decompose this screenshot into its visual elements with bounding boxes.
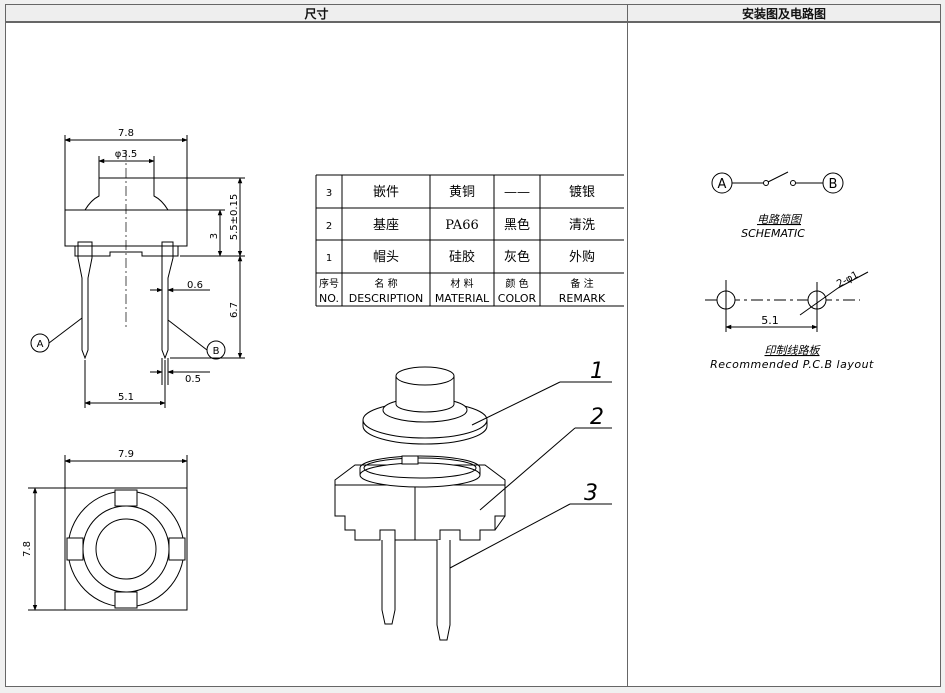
dim-bottom-width: 7.9 — [118, 449, 134, 460]
row2-no: 2 — [326, 221, 332, 232]
dim-cap-height: 3 — [209, 233, 220, 239]
pin-a-label: A — [37, 339, 44, 350]
hdr-color-cn: 颜 色 — [505, 277, 528, 290]
bottom-view — [28, 455, 188, 611]
schematic — [711, 171, 844, 194]
schematic-label-en: SCHEMATIC — [741, 227, 805, 240]
pin-b-label: B — [213, 346, 220, 357]
side-view-labels: 7.8 φ3.5 3 5.5±0.15 6.7 0.6 0.5 5.1 A B — [37, 128, 240, 403]
row1-no: 1 — [326, 253, 332, 264]
row3-material: 黄铜 — [449, 185, 475, 200]
dim-body-height: 5.5±0.15 — [229, 194, 240, 241]
part-3-pins — [381, 540, 451, 641]
pcb-labels: 2-φ1 5.1 印制线路板 Recommended P.C.B layout — [710, 270, 874, 371]
dim-pin-width: 0.6 — [187, 280, 203, 291]
row2-remark: 清洗 — [569, 218, 595, 233]
callout-3: 3 — [584, 481, 598, 506]
pcb-label-en: Recommended P.C.B layout — [710, 358, 874, 371]
schematic-label-cn: 电路简图 — [757, 213, 803, 226]
hdr-material-en: MATERIAL — [435, 292, 490, 305]
row3-color: —— — [504, 185, 530, 200]
dim-top-width: 7.8 — [118, 128, 134, 139]
pcb-label-cn: 印制线路板 — [765, 344, 822, 357]
dim-pin-thick: 0.5 — [185, 374, 201, 385]
dim-pin-spacing: 5.1 — [118, 392, 134, 403]
pcb-hole-label: 2-φ1 — [835, 270, 860, 290]
panel-installation — [627, 22, 941, 687]
dim-pin-length: 6.7 — [229, 302, 240, 318]
parts-table-text: 3 嵌件 黄铜 —— 镀银 2 基座 PA66 黑色 清洗 1 帽头 硅胶 灰色… — [319, 184, 606, 305]
row2-material: PA66 — [445, 218, 478, 233]
schematic-node-a: A — [718, 177, 727, 192]
exploded-view — [334, 366, 612, 641]
hdr-remark-cn: 备 注 — [570, 277, 593, 290]
row2-name: 基座 — [373, 218, 399, 233]
row1-material: 硅胶 — [449, 249, 475, 265]
hdr-color-en: COLOR — [498, 292, 537, 305]
row3-name: 嵌件 — [373, 185, 399, 200]
row2-color: 黑色 — [504, 217, 530, 233]
row1-remark: 外购 — [569, 249, 595, 265]
callout-1: 1 — [590, 359, 604, 384]
pcb-spacing: 5.1 — [761, 314, 779, 327]
pcb-layout — [705, 271, 869, 332]
dim-cap-dia: φ3.5 — [115, 149, 138, 160]
row3-remark: 镀银 — [569, 184, 595, 200]
header-installation: 安装图及电路图 — [627, 4, 941, 22]
dim-bottom-height: 7.8 — [22, 541, 33, 557]
parts-table — [315, 174, 624, 307]
hdr-no-en: NO. — [319, 292, 339, 305]
row3-no: 3 — [326, 188, 332, 199]
panel-dimensions — [5, 22, 628, 687]
header-dimensions: 尺寸 — [5, 4, 628, 22]
row1-name: 帽头 — [373, 249, 399, 265]
hdr-material-cn: 材 料 — [450, 277, 473, 290]
bottom-view-labels: 7.9 7.8 — [22, 449, 134, 557]
hdr-name-cn: 名 称 — [374, 277, 397, 290]
hdr-name-en: DESCRIPTION — [349, 292, 423, 305]
row1-color: 灰色 — [504, 249, 530, 265]
part-1-cap — [362, 366, 488, 445]
callout-2: 2 — [590, 405, 604, 430]
side-view — [30, 135, 245, 408]
callout-labels: 1 2 3 — [584, 359, 604, 506]
part-2-base — [334, 455, 506, 541]
hdr-no-cn: 序号 — [319, 277, 339, 290]
hdr-remark-en: REMARK — [559, 292, 606, 305]
schematic-node-b: B — [829, 177, 838, 192]
schematic-labels: A B 电路简图 SCHEMATIC — [718, 177, 838, 240]
